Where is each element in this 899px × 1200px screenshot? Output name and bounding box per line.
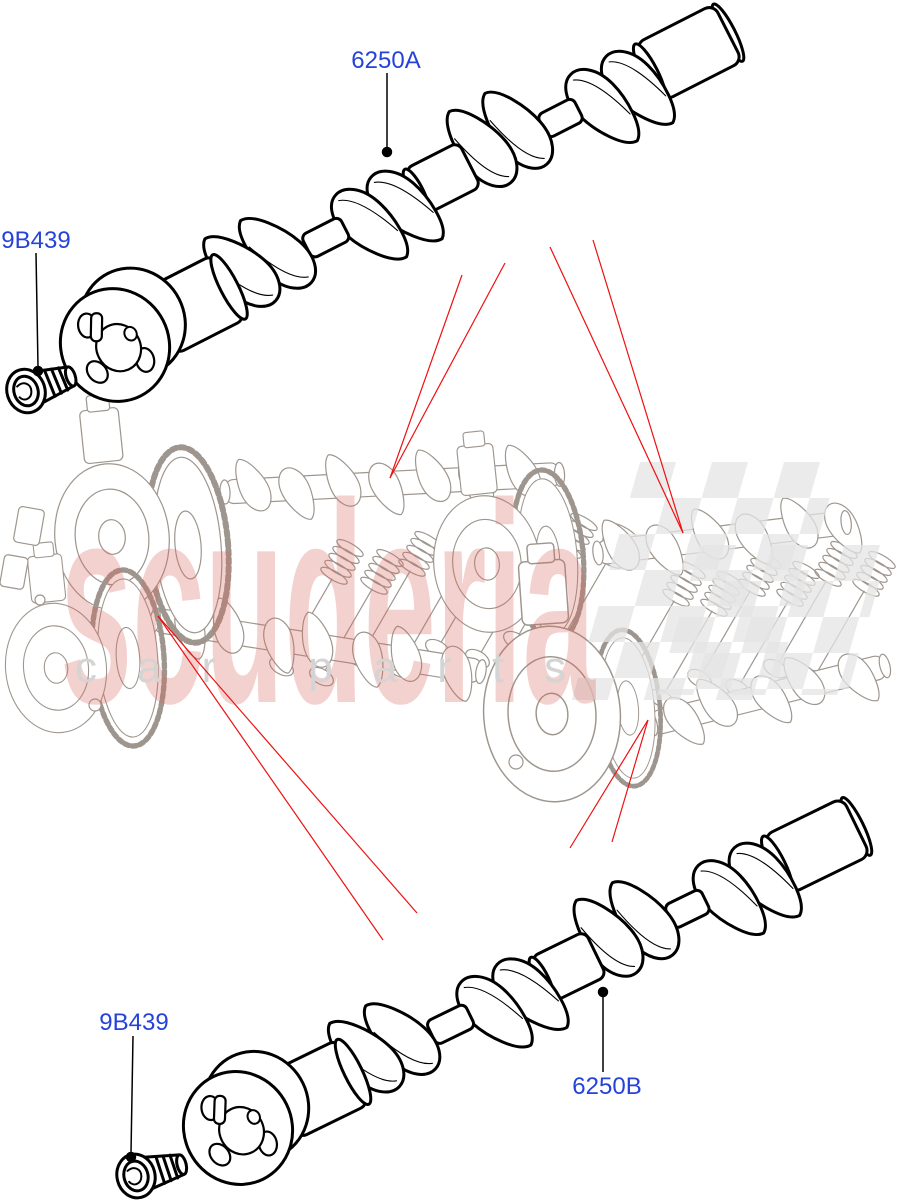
cross-reference-line [592, 239, 684, 534]
callout-6250b: 6250B [572, 986, 642, 1100]
leader-dot [125, 1151, 137, 1163]
leader-line [130, 1035, 134, 1154]
watermark-checker-pattern [656, 545, 890, 695]
leader-dot [32, 365, 44, 377]
callouts-layer: 6250A 9B439 9B439 6250B [1, 47, 642, 1163]
part-number-label[interactable]: 6250B [572, 1073, 641, 1100]
cross-reference-line [569, 719, 649, 849]
cross-reference-line [611, 719, 649, 843]
cross-reference-lines [157, 239, 684, 941]
watermark-tagline-text: car parts [75, 643, 606, 692]
part-number-label[interactable]: 9B439 [1, 227, 70, 254]
callout-9b439-bottom: 9B439 [99, 1009, 169, 1163]
cross-reference-line [549, 246, 684, 534]
leader-dot [381, 146, 393, 158]
callout-6250a: 6250A [351, 47, 421, 158]
cross-reference-line [157, 615, 418, 914]
leader-dot [597, 986, 609, 998]
watermark-brand-text: scuderia [60, 445, 596, 763]
cross-reference-line [389, 274, 463, 479]
part-number-label[interactable]: 9B439 [99, 1009, 168, 1036]
cross-reference-line [389, 262, 506, 479]
cross-reference-line [157, 615, 384, 941]
part-number-label[interactable]: 6250A [351, 47, 420, 74]
leader-line [35, 252, 39, 368]
camshaft-6250b-drawing [160, 763, 890, 1200]
callout-9b439-top: 9B439 [1, 227, 71, 377]
bolt-9b439-bottom-drawing [110, 1140, 193, 1200]
watermark: scuderia car parts [60, 445, 890, 763]
sensor-brackets [0, 506, 524, 770]
